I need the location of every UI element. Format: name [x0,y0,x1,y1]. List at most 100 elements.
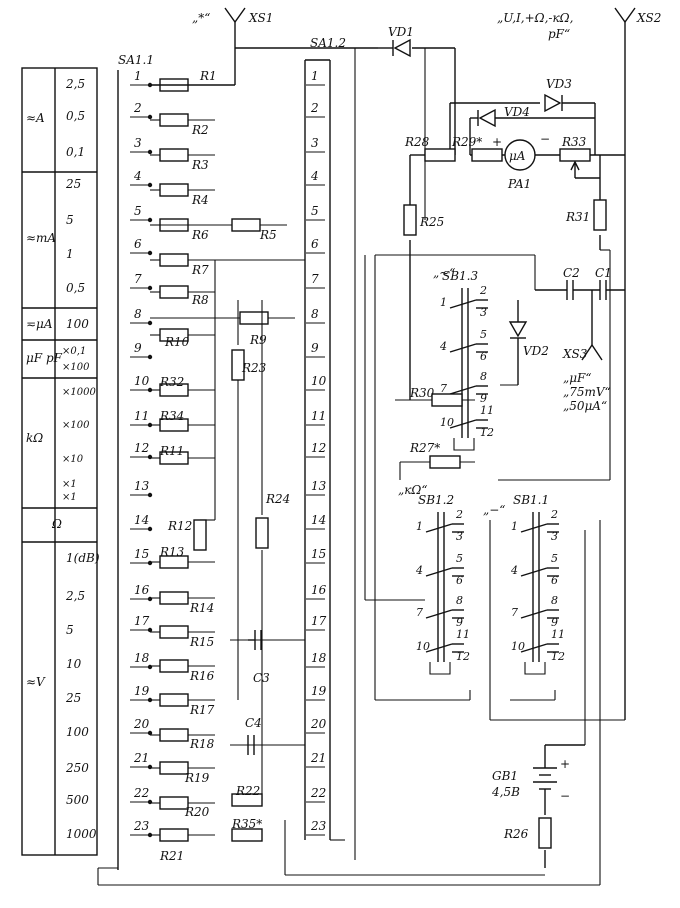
ladder-resistor [159,113,189,127]
sa12-position-number: 15 [311,547,326,561]
resistor-label: R34 [159,409,184,423]
sb-contact-number: 3 [480,306,487,319]
sa12-position-number: 16 [311,583,327,597]
ladder-resistor [231,218,261,232]
sb-contact-blade [520,643,548,653]
sa11-position-number: 4 [133,169,142,183]
range-group-label: kΩ [26,431,43,445]
sa12-position-number: 14 [311,513,326,527]
range-value: 10 [66,657,82,671]
sa12-position-number: 11 [311,409,326,423]
sb11-function-label: „−“ [483,503,505,517]
range-value: 250 [65,761,89,775]
sa11-position-number: 5 [134,204,142,218]
sb12-function-label: „кΩ“ [398,483,427,497]
range-value: ×0,1 [62,346,86,357]
resistor [559,148,591,162]
sb-contact-blade [425,567,453,577]
range-group-label: ≈A [26,111,45,125]
range-table [21,67,98,856]
sb-contact-number: 12 [456,650,470,663]
sb-contact-number: 6 [456,574,463,587]
sb-contact-number: 2 [479,284,487,297]
sb-contact-number: 2 [550,508,558,521]
bus-wiring: C3 C4 [97,48,625,886]
sb-contact-blade [449,299,477,309]
sb-block-title: SB1.1 [513,493,549,507]
c1-c2-branch: C2 C1 [535,266,625,300]
sa12-position-number: 10 [311,374,327,388]
sa11-position-number: 19 [134,684,150,698]
sa12-position-number: 6 [311,237,319,251]
vd1-diode: VD1 [235,25,455,58]
sa12-position-number: 2 [310,101,319,115]
range-value: 1 [66,247,74,261]
meter-minus: − [540,132,550,146]
sa11-contact [147,526,153,532]
sa11-position-number: 6 [134,237,142,251]
c1-label: C1 [595,266,612,280]
resistor-label: R31 [565,210,590,224]
resistor [471,148,503,162]
range-group-label: Ω [51,517,62,531]
range-value: 0,5 [66,109,85,123]
resistor-label: R21 [159,849,184,863]
battery-plus: + [560,757,570,771]
meter-ref: PA1 [507,177,531,191]
ladder-resistor [159,591,189,605]
sb-contact-blade [520,567,548,577]
vd4-diode: VD4 [470,105,595,128]
sb-contact-number: 9 [456,616,463,629]
sa12-label: SA1.2 [310,36,346,50]
vd1-label: VD1 [388,25,414,39]
sa11-contact [147,730,153,736]
pa1-meter [504,139,536,171]
resistor [231,828,263,842]
resistor-label: R29* [451,135,482,149]
battery-voltage: 4,5B [491,785,520,799]
resistor [593,199,607,231]
sb-contact-number: 7 [511,606,518,619]
range-value: 0,1 [66,145,85,159]
sb-contact-blade [425,609,453,619]
xs1-function-label: „*“ [192,11,210,25]
resistor [231,793,263,807]
range-value: ×100 [62,362,90,373]
ladder-resistor [159,183,189,197]
sb-contact-number: 4 [510,564,518,577]
vd3-label: VD3 [546,77,572,91]
resistor [231,349,245,381]
ladder-resistor [159,693,189,707]
xs3-label-1: „μF“ [563,371,591,385]
sa11-contact [147,285,153,291]
sb-contact-number: 7 [440,382,447,395]
resistor-label: R10 [164,335,190,349]
sb-contact-number: 9 [480,392,487,405]
resistor-label: R5 [259,228,277,242]
range-value: 5 [66,623,74,637]
resistor-label: R4 [191,193,209,207]
range-value: ×1 [62,479,77,490]
sb-contact-number: 12 [551,650,565,663]
sa11-position-number: 10 [134,374,150,388]
sb-contact-blade [449,385,477,395]
resistor-label: R33 [561,135,587,149]
sa12-position-number: 8 [311,307,319,321]
range-group-label: ≈V [26,675,46,689]
resistor [193,519,207,551]
xs2-connector: XS2 „U,I,+Ω,-кΩ, pF“ [497,7,661,720]
resistor-label: R1 [199,69,217,83]
sb-contact-number: 6 [480,350,487,363]
sb1-switch-blocks: SB1.3123456789101112SB1.2123456789101112… [415,269,565,675]
sa12-position-number: 18 [311,651,327,665]
sa11-contact [147,250,153,256]
xs2-ref: XS2 [636,11,661,25]
sb-contact-number: 1 [416,520,423,533]
vd4-label: VD4 [504,105,530,119]
sa11-position-number: 1 [134,69,142,83]
resistor [431,393,463,407]
sb-contact-number: 2 [455,508,463,521]
